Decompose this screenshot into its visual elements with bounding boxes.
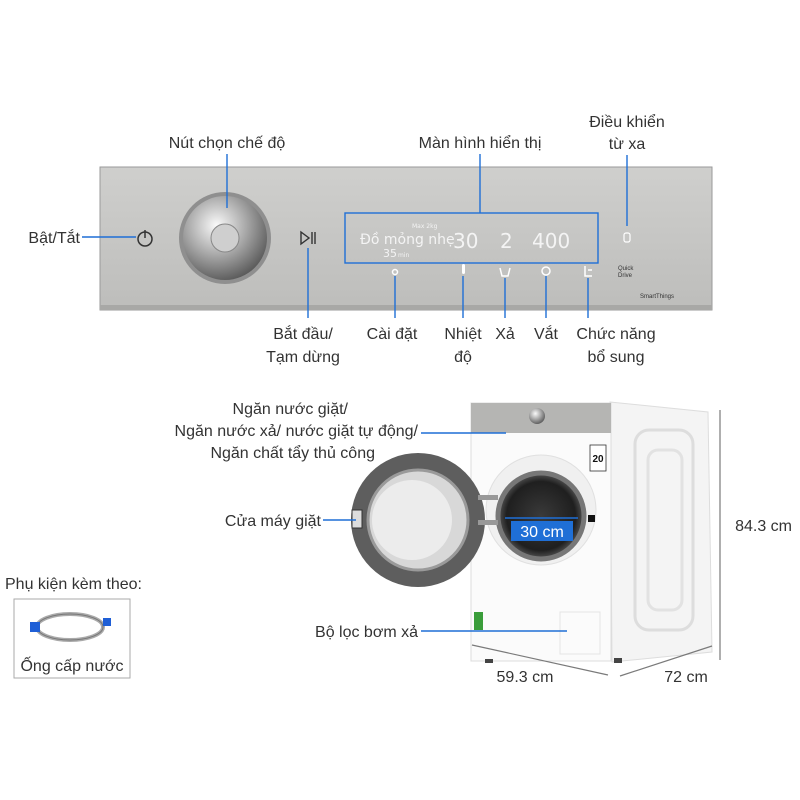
temperature-readout: 30	[453, 229, 478, 253]
rinse-readout: 2	[500, 229, 513, 253]
max-load: Max 2kg	[412, 223, 438, 230]
mode-knob[interactable]	[179, 192, 271, 284]
drum	[495, 470, 587, 562]
depth-label: 72 cm	[664, 669, 708, 686]
spin-label: Vắt	[534, 324, 559, 343]
machine-side	[609, 401, 713, 663]
power-label: Bật/Tắt	[28, 228, 80, 247]
panel-callout-lines	[82, 154, 628, 318]
accessory-item-label: Ống cấp nước	[20, 655, 123, 675]
program-name: Đồ mỏng nhẹ	[360, 231, 455, 248]
drawer-label-1: Ngăn nước giặt/	[233, 401, 349, 418]
quick-drive-label-2: Drive	[618, 273, 633, 279]
mode-knob-label: Nút chọn chế độ	[169, 135, 286, 152]
remote-control-icon[interactable]	[623, 232, 631, 243]
accessories-title: Phụ kiện kèm theo:	[5, 576, 142, 593]
remote-label-2: từ xa	[609, 136, 646, 153]
start-pause-button[interactable]	[300, 230, 316, 246]
accessories: Phụ kiện kèm theo: Ống cấp nước	[5, 576, 142, 679]
washing-machine: 20 30 cm	[351, 401, 713, 663]
power-button[interactable]	[137, 230, 153, 247]
display-label: Màn hình hiển thị	[419, 134, 542, 152]
temperature-button[interactable]	[462, 264, 465, 274]
machine-callout-lines	[323, 410, 721, 677]
play-pause-icon	[300, 230, 311, 246]
start-label-2: Tạm dừng	[266, 349, 340, 366]
settings-button[interactable]	[391, 268, 399, 276]
smartthings-label: SmartThings	[640, 294, 674, 300]
temperature-label: Nhiệt	[444, 326, 482, 343]
extra-label-2: bổ sung	[588, 348, 645, 366]
control-panel: Đồ mỏng nhẹ Max 2kg 35 min 30 2 400 Quic…	[99, 166, 713, 311]
temperature-label-2: độ	[454, 349, 472, 366]
door-label: Cửa máy giặt	[225, 513, 322, 530]
drawer-label-2: Ngăn nước xả/ nước giặt tự động/	[175, 423, 419, 440]
rinse-button[interactable]	[499, 267, 511, 277]
energy-badge-text: 20	[592, 454, 604, 465]
quick-drive-label: Quick	[618, 266, 634, 272]
machine-door[interactable]	[351, 453, 498, 587]
spin-readout: 400	[532, 229, 570, 253]
drawer-label-3: Ngăn chất tẩy thủ công	[210, 444, 375, 462]
width-label: 59.3 cm	[497, 669, 554, 686]
remote-label: Điều khiển	[589, 113, 665, 131]
drum-diameter-badge	[511, 521, 573, 541]
start-label: Bắt đầu/	[273, 324, 333, 343]
drum-diameter-label: 30 cm	[520, 524, 564, 541]
settings-label: Cài đặt	[367, 326, 418, 343]
machine-labels: Ngăn nước giặt/ Ngăn nước xả/ nước giặt …	[175, 401, 792, 686]
program-time: 35	[383, 247, 397, 260]
display-screen	[344, 212, 599, 264]
time-unit: min	[398, 252, 410, 259]
energy-label	[589, 444, 607, 472]
hose-icon	[30, 612, 111, 642]
rinse-label: Xả	[495, 326, 515, 343]
spin-button[interactable]	[541, 266, 551, 276]
extra-label: Chức năng	[576, 326, 655, 343]
height-label: 84.3 cm	[735, 518, 792, 535]
filter-label: Bộ lọc bơm xả	[315, 624, 418, 641]
panel-labels: Nút chọn chế độ Màn hình hiển thị Điều k…	[28, 113, 664, 366]
extra-function-button[interactable]	[584, 266, 592, 277]
